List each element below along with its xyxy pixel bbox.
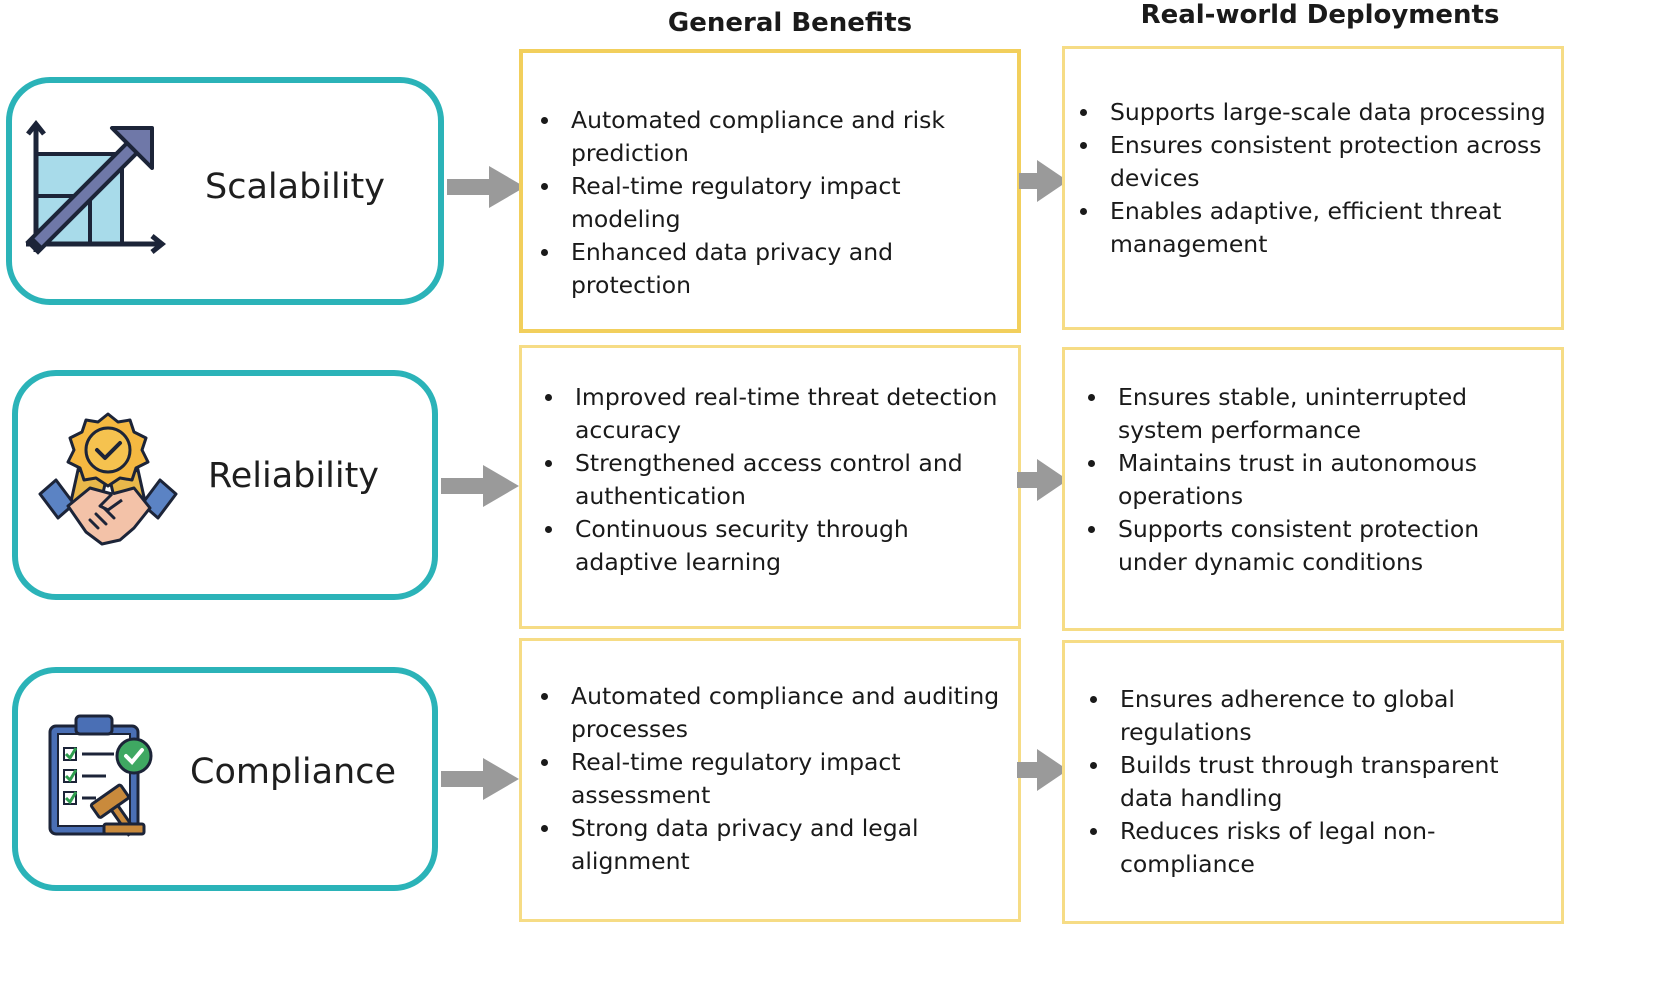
list-item: Ensures consistent protection across dev… — [1076, 129, 1556, 195]
list-item: Enables adaptive, efficient threat manag… — [1076, 195, 1556, 261]
list-item: Improved real-time threat detection accu… — [541, 381, 1011, 447]
list-item: Supports consistent protection under dyn… — [1084, 513, 1554, 579]
scalability-benefits-panel — [519, 49, 1021, 333]
compliance-benefits-panel — [519, 638, 1021, 922]
scalability-label: Scalability — [205, 167, 385, 207]
list-item: Ensures adherence to global regulations — [1086, 683, 1556, 749]
arrow-compliance-to-deployments — [1017, 749, 1068, 791]
list-item: Maintains trust in autonomous operations — [1084, 447, 1554, 513]
compliance-deployments-panel — [1062, 640, 1564, 924]
scalability-deployments-panel — [1062, 46, 1564, 330]
arrow-compliance-to-benefits — [441, 758, 519, 800]
list-item: Ensures stable, uninterrupted system per… — [1084, 381, 1554, 447]
list-item: Real-time regulatory impact assessment — [537, 746, 1007, 812]
scalability-benefits-list: Automated compliance and risk prediction… — [537, 104, 1017, 302]
compliance-benefits-list: Automated compliance and auditing proces… — [537, 680, 1007, 878]
list-item: Strong data privacy and legal alignment — [537, 812, 1007, 878]
arrow-scalability-to-deployments — [1019, 160, 1068, 202]
list-item: Builds trust through transparent data ha… — [1086, 749, 1556, 815]
clipboard-gavel-icon — [44, 712, 164, 842]
arrow-reliability-to-deployments — [1017, 459, 1068, 501]
reliability-label: Reliability — [208, 456, 380, 496]
growth-chart-icon — [20, 118, 170, 260]
general-benefits-header: General Benefits — [667, 8, 913, 38]
arrow-reliability-to-benefits — [441, 465, 519, 507]
real-world-deployments-header: Real-world Deployments — [1140, 0, 1500, 30]
list-item: Continuous security through adaptive lea… — [541, 513, 1011, 579]
list-item: Automated compliance and auditing proces… — [537, 680, 1007, 746]
list-item: Automated compliance and risk prediction — [537, 104, 1017, 170]
list-item: Strengthened access control and authenti… — [541, 447, 1011, 513]
compliance-label: Compliance — [190, 752, 397, 792]
reliability-benefits-list: Improved real-time threat detection accu… — [541, 381, 1011, 579]
list-item: Real-time regulatory impact modeling — [537, 170, 1017, 236]
reliability-deployments-list: Ensures stable, uninterrupted system per… — [1084, 381, 1554, 579]
list-item: Supports large-scale data processing — [1076, 96, 1556, 129]
reliability-benefits-panel — [519, 345, 1021, 629]
list-item: Enhanced data privacy and protection — [537, 236, 1017, 302]
handshake-badge-icon — [38, 410, 178, 550]
arrow-scalability-to-benefits — [447, 166, 525, 208]
reliability-deployments-panel — [1062, 347, 1564, 631]
list-item: Reduces risks of legal non-compliance — [1086, 815, 1556, 881]
scalability-deployments-list: Supports large-scale data processing Ens… — [1076, 96, 1556, 261]
compliance-deployments-list: Ensures adherence to global regulations … — [1086, 683, 1556, 881]
